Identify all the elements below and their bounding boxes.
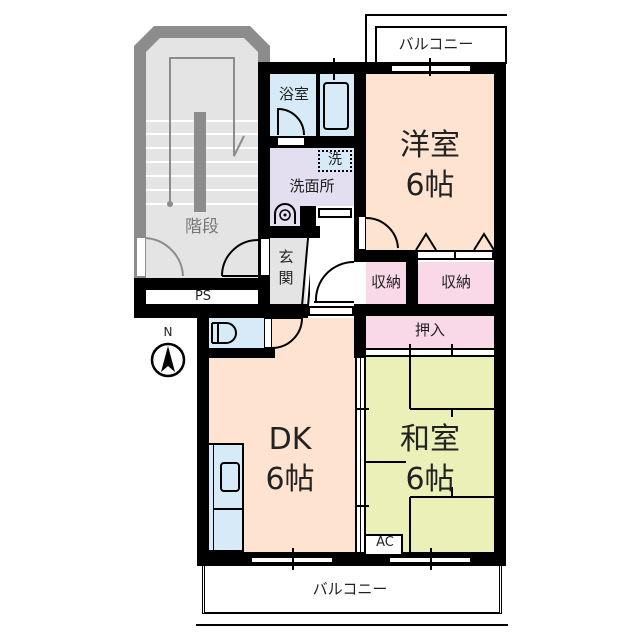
kitchen-sink-icon — [220, 462, 240, 492]
japanese-room-name: 和室 — [400, 422, 460, 457]
stairs-label: 階段 — [185, 217, 219, 237]
closet-sliding-door-2 — [366, 348, 494, 357]
top-balcony — [375, 26, 507, 64]
japanese-room — [366, 357, 494, 552]
dk-size: 6帖 — [265, 462, 315, 497]
bathtub-divider — [316, 74, 320, 136]
stairs-door-panel — [137, 238, 145, 276]
top-balcony-outer — [365, 14, 507, 62]
entry-door-panel — [260, 238, 270, 276]
wall-hall-bottom — [258, 304, 308, 318]
stairs-area — [134, 26, 270, 281]
toilet-door-panel — [264, 318, 272, 348]
wash-basin-icon — [274, 203, 296, 224]
closet — [366, 316, 494, 348]
closet-door-divider — [454, 250, 456, 260]
tatami-lines-icon — [366, 357, 494, 552]
toilet-door-icon — [271, 317, 304, 349]
top-balcony-label: バルコニー — [398, 35, 474, 53]
wall-western-left — [354, 62, 366, 258]
closet-door-mark-2 — [451, 344, 453, 362]
bottom-balcony-label: バルコニー — [312, 580, 388, 598]
entrance — [270, 238, 306, 306]
washer-space — [318, 150, 352, 172]
western-room-name: 洋室 — [400, 128, 460, 163]
counter-divider — [214, 508, 242, 510]
wall-storage-top — [354, 250, 416, 262]
western-window — [390, 64, 472, 73]
western-room — [366, 74, 494, 250]
compass-icon — [150, 342, 186, 378]
closet-hinge-icon — [415, 232, 495, 251]
bath-door-icon — [277, 107, 305, 136]
balcony-rail — [196, 624, 508, 626]
western-door-panel — [358, 216, 366, 250]
toilet-icon — [211, 322, 237, 344]
wall-left-lower — [197, 306, 209, 564]
ps-wall-top — [134, 278, 268, 290]
wall-toilet-bottom — [209, 348, 275, 358]
storage-right-label: 収納 — [440, 273, 471, 291]
closet-label: 押入 — [414, 321, 445, 339]
bathtub-icon — [323, 82, 349, 130]
wall-dk-right-top — [354, 304, 366, 358]
closet-door-mark-1 — [409, 344, 411, 362]
bottom-balcony — [202, 566, 502, 614]
wall-storage-mid — [406, 250, 418, 306]
storage-right — [418, 262, 494, 306]
ac-label: AC — [376, 535, 394, 550]
hall-door-threshold — [308, 306, 354, 316]
ac-unit — [366, 534, 403, 554]
partition-mark-1 — [347, 408, 369, 410]
bathroom-label: 浴室 — [278, 85, 309, 103]
western-room-size: 6帖 — [405, 168, 455, 203]
bath-window-mark-h2 — [328, 69, 340, 71]
partition-center-line — [360, 357, 361, 552]
stairs-door-icon — [142, 236, 184, 277]
compass-north-label: N — [163, 325, 173, 339]
hallway — [310, 238, 354, 306]
wall-storage-bottom — [354, 304, 504, 316]
washer-label: 洗 — [328, 152, 342, 168]
entrance-door-icon — [314, 260, 355, 303]
window-mark — [429, 58, 431, 76]
storage-left-label: 収納 — [370, 273, 401, 291]
wash-door-panel — [318, 208, 352, 218]
dk-window-mark — [292, 548, 294, 570]
counter-edge — [213, 443, 214, 552]
bath-door-threshold — [278, 138, 304, 145]
bath-window-mark-h1 — [328, 64, 340, 66]
japanese-window-mark — [430, 548, 432, 570]
partition-mark-2 — [347, 505, 369, 507]
ps-label: PS — [194, 289, 212, 304]
western-door-icon — [365, 216, 399, 249]
kitchen-counter — [209, 443, 244, 552]
wall-left-upper — [258, 62, 270, 318]
bathroom — [270, 74, 354, 136]
dk-name: DK — [268, 422, 312, 457]
japanese-room-size: 6帖 — [405, 462, 455, 497]
stairs-entry-door-icon — [221, 239, 259, 277]
storage-left — [366, 262, 406, 306]
washroom-label: 洗面所 — [289, 177, 335, 195]
wall-wash-right-stub — [300, 206, 316, 238]
stairs-frame-icon — [134, 26, 270, 281]
entrance-label: 玄関 — [278, 248, 294, 287]
